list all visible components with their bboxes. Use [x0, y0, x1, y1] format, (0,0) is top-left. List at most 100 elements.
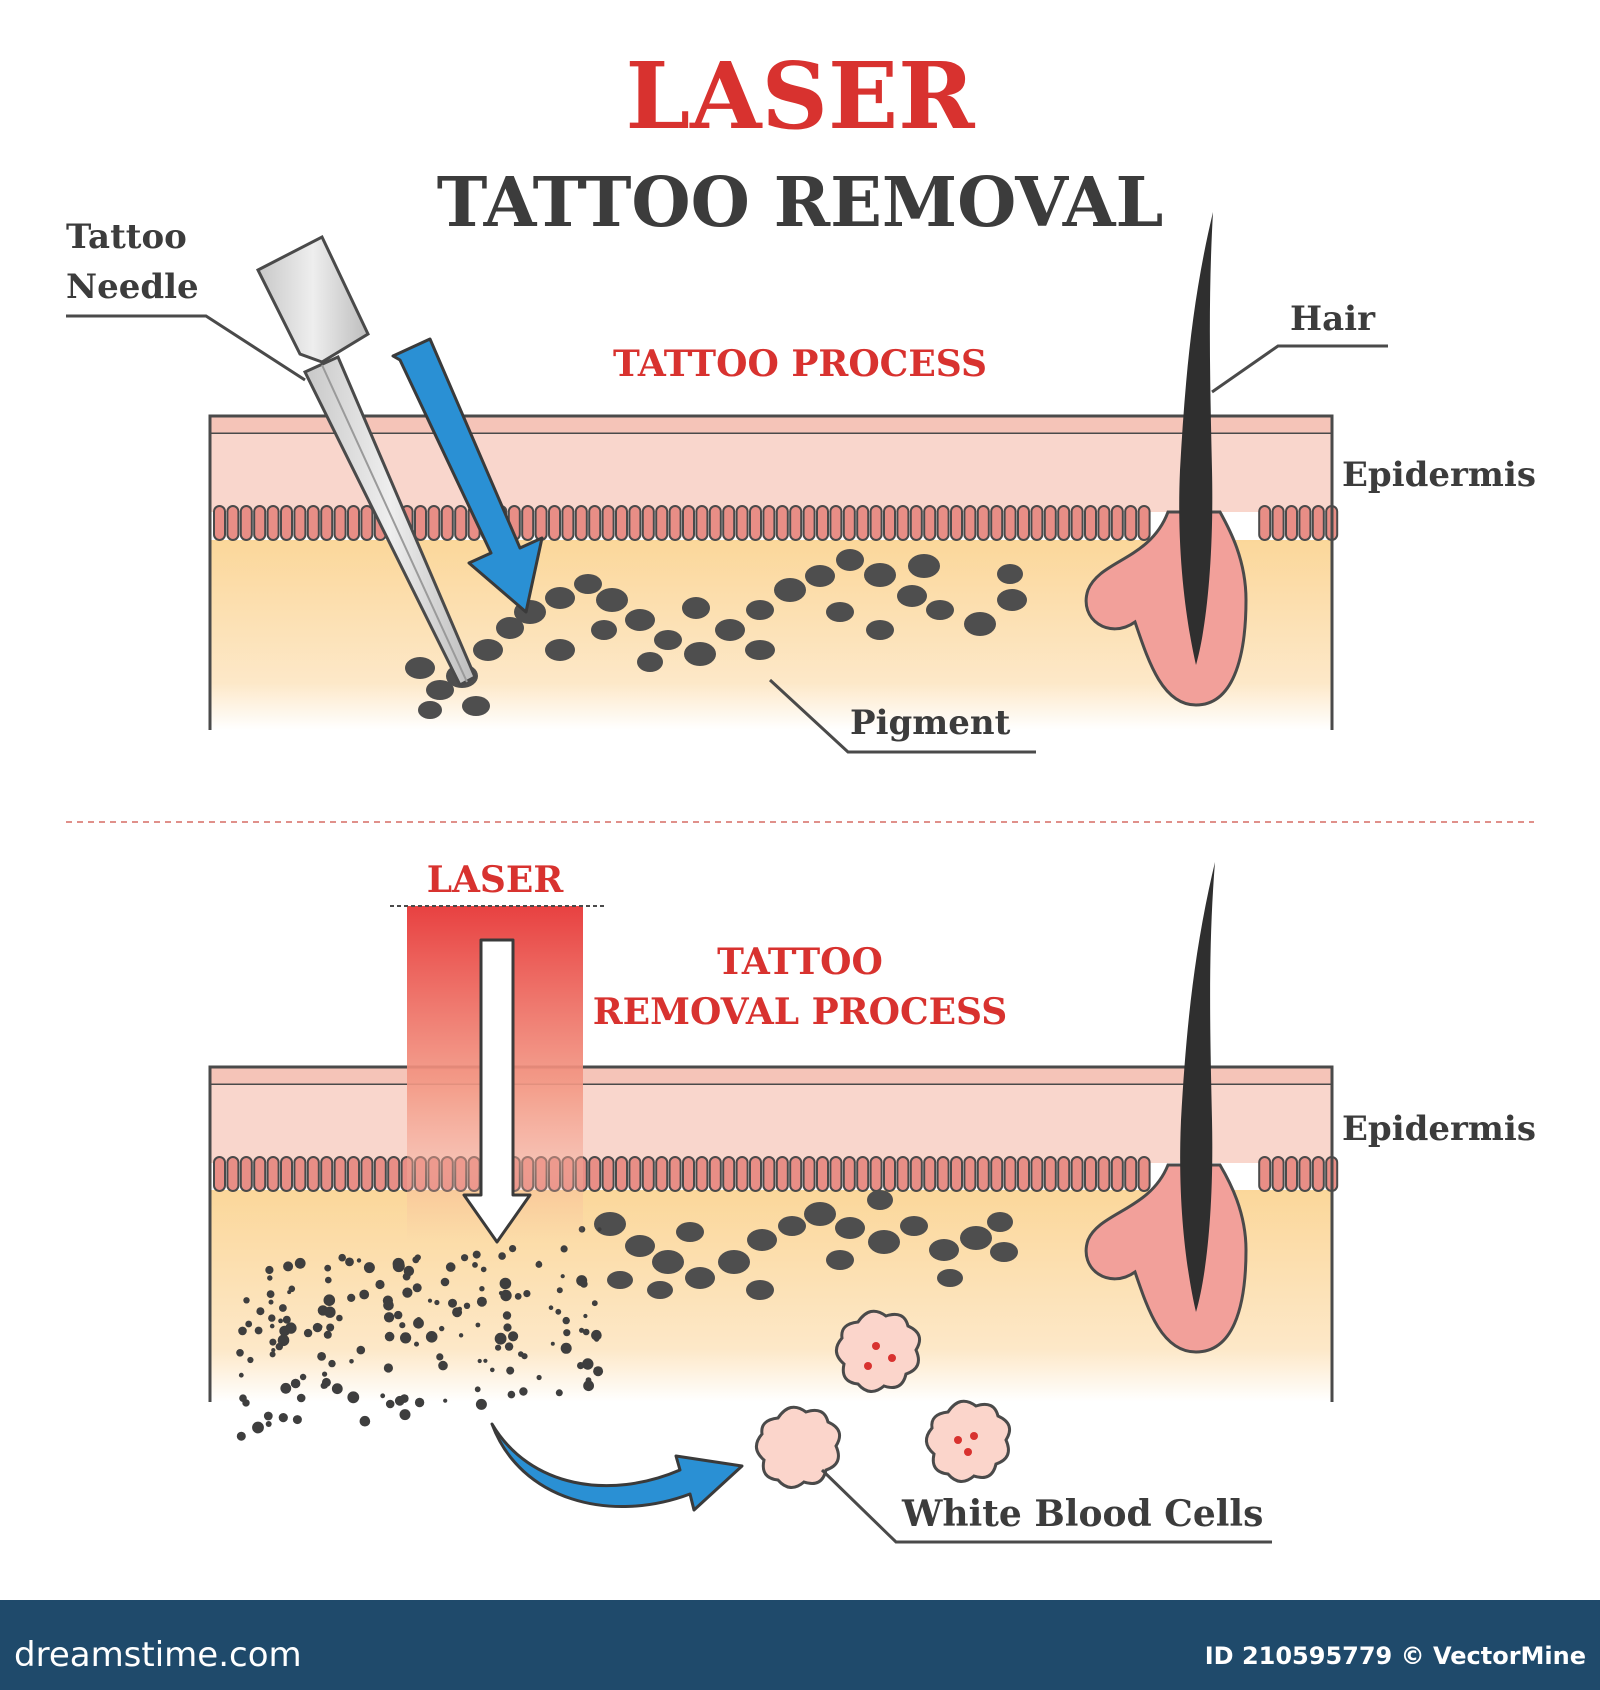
pigment-fragment [502, 1311, 512, 1320]
hair-follicle-icon [1084, 862, 1248, 1354]
papilla [427, 505, 441, 541]
needle-label-line2: Needle [66, 267, 199, 307]
papilla [534, 505, 548, 541]
pigment-fragment [294, 1257, 306, 1269]
pigment-fragment [269, 1351, 276, 1358]
pigment-fragment [236, 1349, 244, 1357]
pigment-fragment [445, 1262, 456, 1272]
pigment-fragment [296, 1393, 306, 1403]
pigment-fragment [550, 1341, 555, 1346]
papilla [1298, 1156, 1312, 1192]
pigment-particle [637, 652, 663, 672]
pigment-fragment [245, 1320, 253, 1328]
pigment-fragment [263, 1411, 273, 1421]
papilla [789, 505, 803, 541]
papilla [722, 1156, 736, 1192]
pigment-fragment [463, 1302, 471, 1310]
pigment-fragment [434, 1299, 440, 1306]
pigment-particle [746, 600, 774, 620]
papilla [1311, 505, 1325, 541]
papilla [802, 505, 816, 541]
pigment-fragment [474, 1386, 481, 1393]
pigment-fragment [278, 1413, 288, 1423]
pigment-fragment [394, 1310, 403, 1320]
pigment-fragment [414, 1341, 419, 1347]
pigment-particle [462, 696, 490, 716]
pigment-particle [804, 1202, 836, 1226]
pigment-fragment [576, 1275, 588, 1287]
pigment-particle [868, 1230, 900, 1254]
laser-beam-icon [390, 905, 606, 1244]
papilla [990, 505, 1004, 541]
papilla [668, 505, 682, 541]
pigment-fragment [328, 1359, 336, 1368]
pigment-particle [596, 588, 628, 612]
pigment-fragment [383, 1300, 394, 1311]
pigment-fragment [324, 1264, 332, 1272]
pigment-fragment [477, 1358, 482, 1364]
papilla [615, 505, 628, 541]
pigment-fragment [402, 1287, 413, 1298]
pigment-particle [929, 1239, 959, 1261]
papilla [909, 1156, 923, 1192]
pigment-fragment [506, 1366, 515, 1375]
pigment-fragment [597, 1227, 602, 1232]
pigment-particle [997, 589, 1027, 611]
pigment-particle [685, 1267, 715, 1289]
papilla [883, 505, 896, 541]
pigment-fragment [476, 1296, 487, 1307]
pigment-fragment [536, 1374, 542, 1381]
papilla [387, 1156, 401, 1192]
pigment-fragment [475, 1322, 481, 1328]
pigment-fragment [303, 1328, 313, 1338]
pigment-fragment [292, 1415, 302, 1425]
top-panel-heading: TATTOO PROCESS [613, 343, 987, 385]
hair-leader-line [1211, 344, 1388, 394]
blue-arrow-icon [391, 337, 544, 614]
pigment-fragment [443, 1398, 448, 1403]
pigment-fragment [265, 1265, 274, 1275]
papilla [1124, 505, 1138, 541]
pigment-fragment [548, 1305, 554, 1310]
pigment-fragment [359, 1289, 370, 1300]
pigment-particle [826, 602, 854, 622]
papilla [708, 505, 722, 541]
pigment-particle [652, 1250, 684, 1274]
pigment-fragment [375, 1279, 385, 1290]
pigment-particle [964, 612, 996, 636]
pigment-fragment [290, 1378, 301, 1389]
papilla [628, 1156, 642, 1192]
pigment-particle [426, 680, 454, 700]
pigment-fragment [427, 1298, 433, 1303]
papilla [280, 1156, 293, 1192]
pigment-fragment [500, 1289, 512, 1302]
papilla [213, 505, 226, 541]
bottom-epidermis-label: Epidermis [1342, 1109, 1536, 1149]
pigment-particle [594, 1212, 626, 1236]
papilla [749, 1156, 762, 1192]
papilla [950, 1156, 963, 1192]
pigment-fragment [414, 1319, 424, 1329]
pigment-fragment [563, 1329, 571, 1337]
papilla [1084, 1156, 1097, 1192]
papilla [1043, 505, 1057, 541]
papilla [1097, 1156, 1111, 1192]
papilla [239, 505, 253, 541]
pigment-fragment [383, 1312, 395, 1323]
papilla [574, 505, 588, 541]
pigment-particle [496, 617, 524, 639]
papilla [869, 505, 883, 541]
pigment-fragment [472, 1262, 478, 1268]
papilla [641, 1156, 655, 1192]
pigment-particle [937, 1269, 963, 1287]
pigment-particle [545, 639, 575, 661]
papilla [320, 505, 334, 541]
papilla [909, 505, 923, 541]
title-tattoo-removal: TATTOO REMOVAL [437, 163, 1164, 243]
papilla [976, 505, 990, 541]
pigment-fragment [519, 1387, 528, 1396]
pigment-fragment [498, 1252, 506, 1260]
papilla [1070, 1156, 1084, 1192]
papilla [1285, 1156, 1298, 1192]
